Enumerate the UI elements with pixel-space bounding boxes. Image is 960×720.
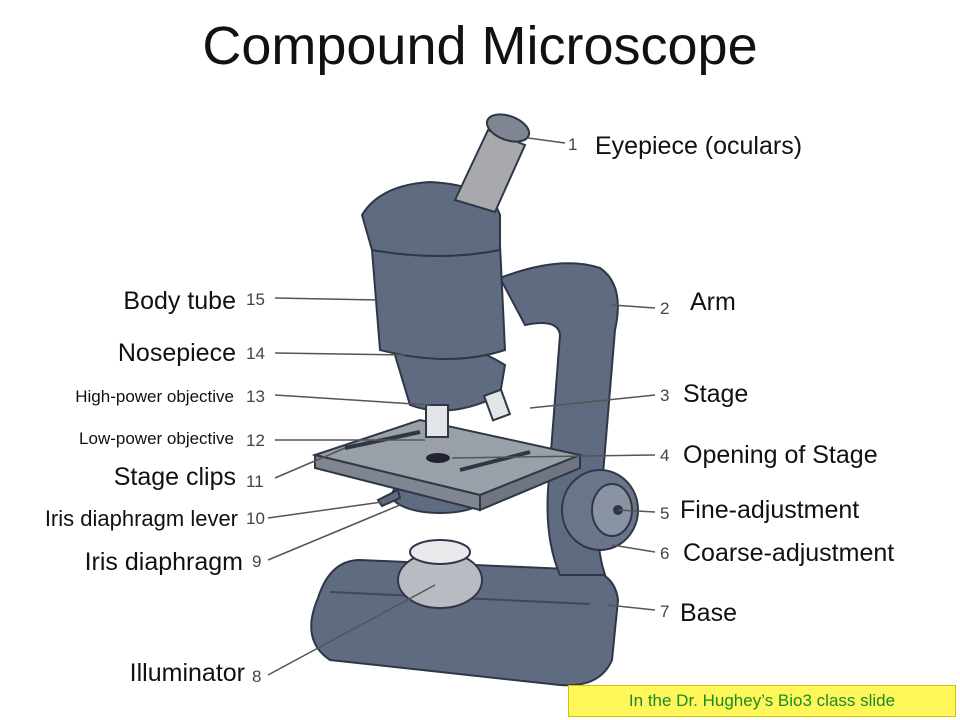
stage-clip-shape-2 (459, 450, 531, 472)
label-stage: Stage (683, 380, 749, 408)
part-number-13: 13 (246, 387, 265, 406)
label-opening-of-stage: Opening of Stage (683, 441, 878, 469)
objective-high-shape (482, 388, 512, 422)
part-number-7: 7 (660, 602, 670, 621)
part-number-11: 11 (246, 472, 264, 491)
eyepiece-cap-shape (485, 113, 531, 143)
eyepiece-shape (453, 128, 527, 214)
part-number-6: 6 (660, 544, 670, 563)
part-number-8: 8 (252, 667, 262, 686)
part-number-4: 4 (660, 446, 670, 465)
body-tube-shape (370, 243, 507, 360)
label-eyepiece: Eyepiece (oculars) (595, 132, 803, 160)
leader-lines (267, 137, 656, 676)
page-title: Compound Microscope (202, 16, 758, 76)
label-fine-adjustment: Fine-adjustment (680, 496, 860, 524)
label-high-power-objective: High-power objective (75, 387, 234, 406)
part-number-5: 5 (660, 504, 670, 523)
label-base: Base (680, 599, 737, 627)
part-number-2: 2 (660, 299, 670, 318)
label-nosepiece: Nosepiece (117, 339, 236, 367)
credit-box: In the Dr. Hughey’s Bio3 class slide (568, 685, 956, 717)
stage-opening-shape (426, 453, 450, 463)
label-illuminator: Illuminator (129, 659, 245, 687)
label-low-power-objective: Low-power objective (79, 429, 234, 448)
objective-low-shape (425, 404, 449, 438)
label-coarse-adjustment: Coarse-adjustment (683, 539, 895, 567)
part-number-12: 12 (246, 431, 265, 450)
part-number-14: 14 (246, 344, 265, 363)
label-iris-diaphragm: Iris diaphragm (84, 548, 243, 576)
part-number-9: 9 (252, 552, 262, 571)
part-number-3: 3 (660, 386, 670, 405)
label-iris-diaphragm-lever: Iris diaphragm lever (44, 506, 238, 531)
label-stage-clips: Stage clips (113, 463, 236, 491)
part-number-10: 10 (246, 509, 265, 528)
part-number-15: 15 (246, 290, 265, 309)
label-arm: Arm (690, 288, 736, 316)
label-body-tube: Body tube (123, 287, 236, 315)
fine-knob-shape (591, 483, 633, 537)
stage-side-shape (479, 453, 581, 512)
part-number-1: 1 (568, 135, 578, 154)
iris-lever-shape (376, 488, 402, 508)
illuminator-lens-shape (409, 539, 471, 565)
